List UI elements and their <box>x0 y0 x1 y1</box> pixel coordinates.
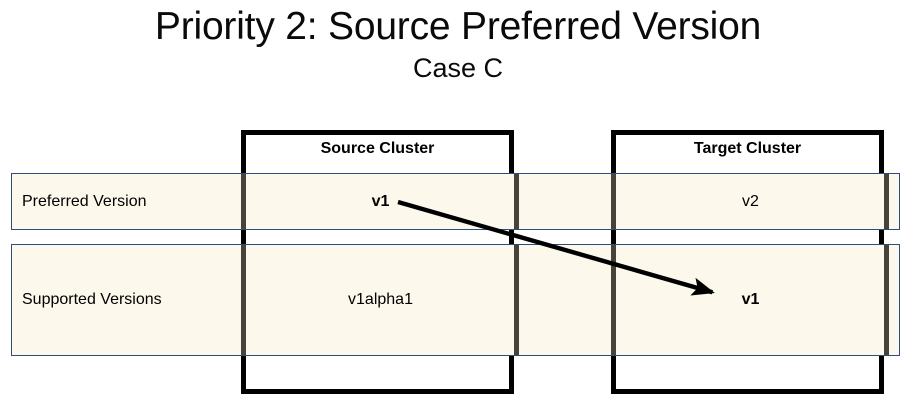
source-box-left-edge-divider <box>241 174 246 229</box>
page-title: Priority 2: Source Preferred Version <box>154 5 762 48</box>
table-row-preferred-version: Preferred Version v1 v2 <box>11 173 900 230</box>
target-box-right-edge-divider <box>884 174 889 229</box>
source-cluster-header: Source Cluster <box>320 140 435 157</box>
row-label-supported-versions: Supported Versions <box>22 291 162 308</box>
target-box-left-edge-divider <box>611 174 616 229</box>
source-box-left-edge-divider <box>241 245 246 355</box>
table-row-supported-versions: Supported Versions v1alpha1 v1 <box>11 244 900 356</box>
cell-source-supported-versions: v1alpha1 <box>348 291 413 308</box>
title-block: Priority 2: Source Preferred Version Cas… <box>0 4 916 85</box>
target-box-left-edge-divider <box>611 245 616 355</box>
row-label-preferred-version: Preferred Version <box>22 192 147 210</box>
target-box-right-edge-divider <box>884 245 889 355</box>
page-subtitle: Case C <box>412 53 504 83</box>
cell-target-supported-versions: v1 <box>741 291 760 308</box>
target-cluster-header: Target Cluster <box>693 140 802 157</box>
cell-target-preferred-version: v2 <box>742 192 759 210</box>
source-box-right-edge-divider <box>514 174 519 229</box>
cell-source-preferred-version: v1 <box>371 192 390 210</box>
source-box-right-edge-divider <box>514 245 519 355</box>
